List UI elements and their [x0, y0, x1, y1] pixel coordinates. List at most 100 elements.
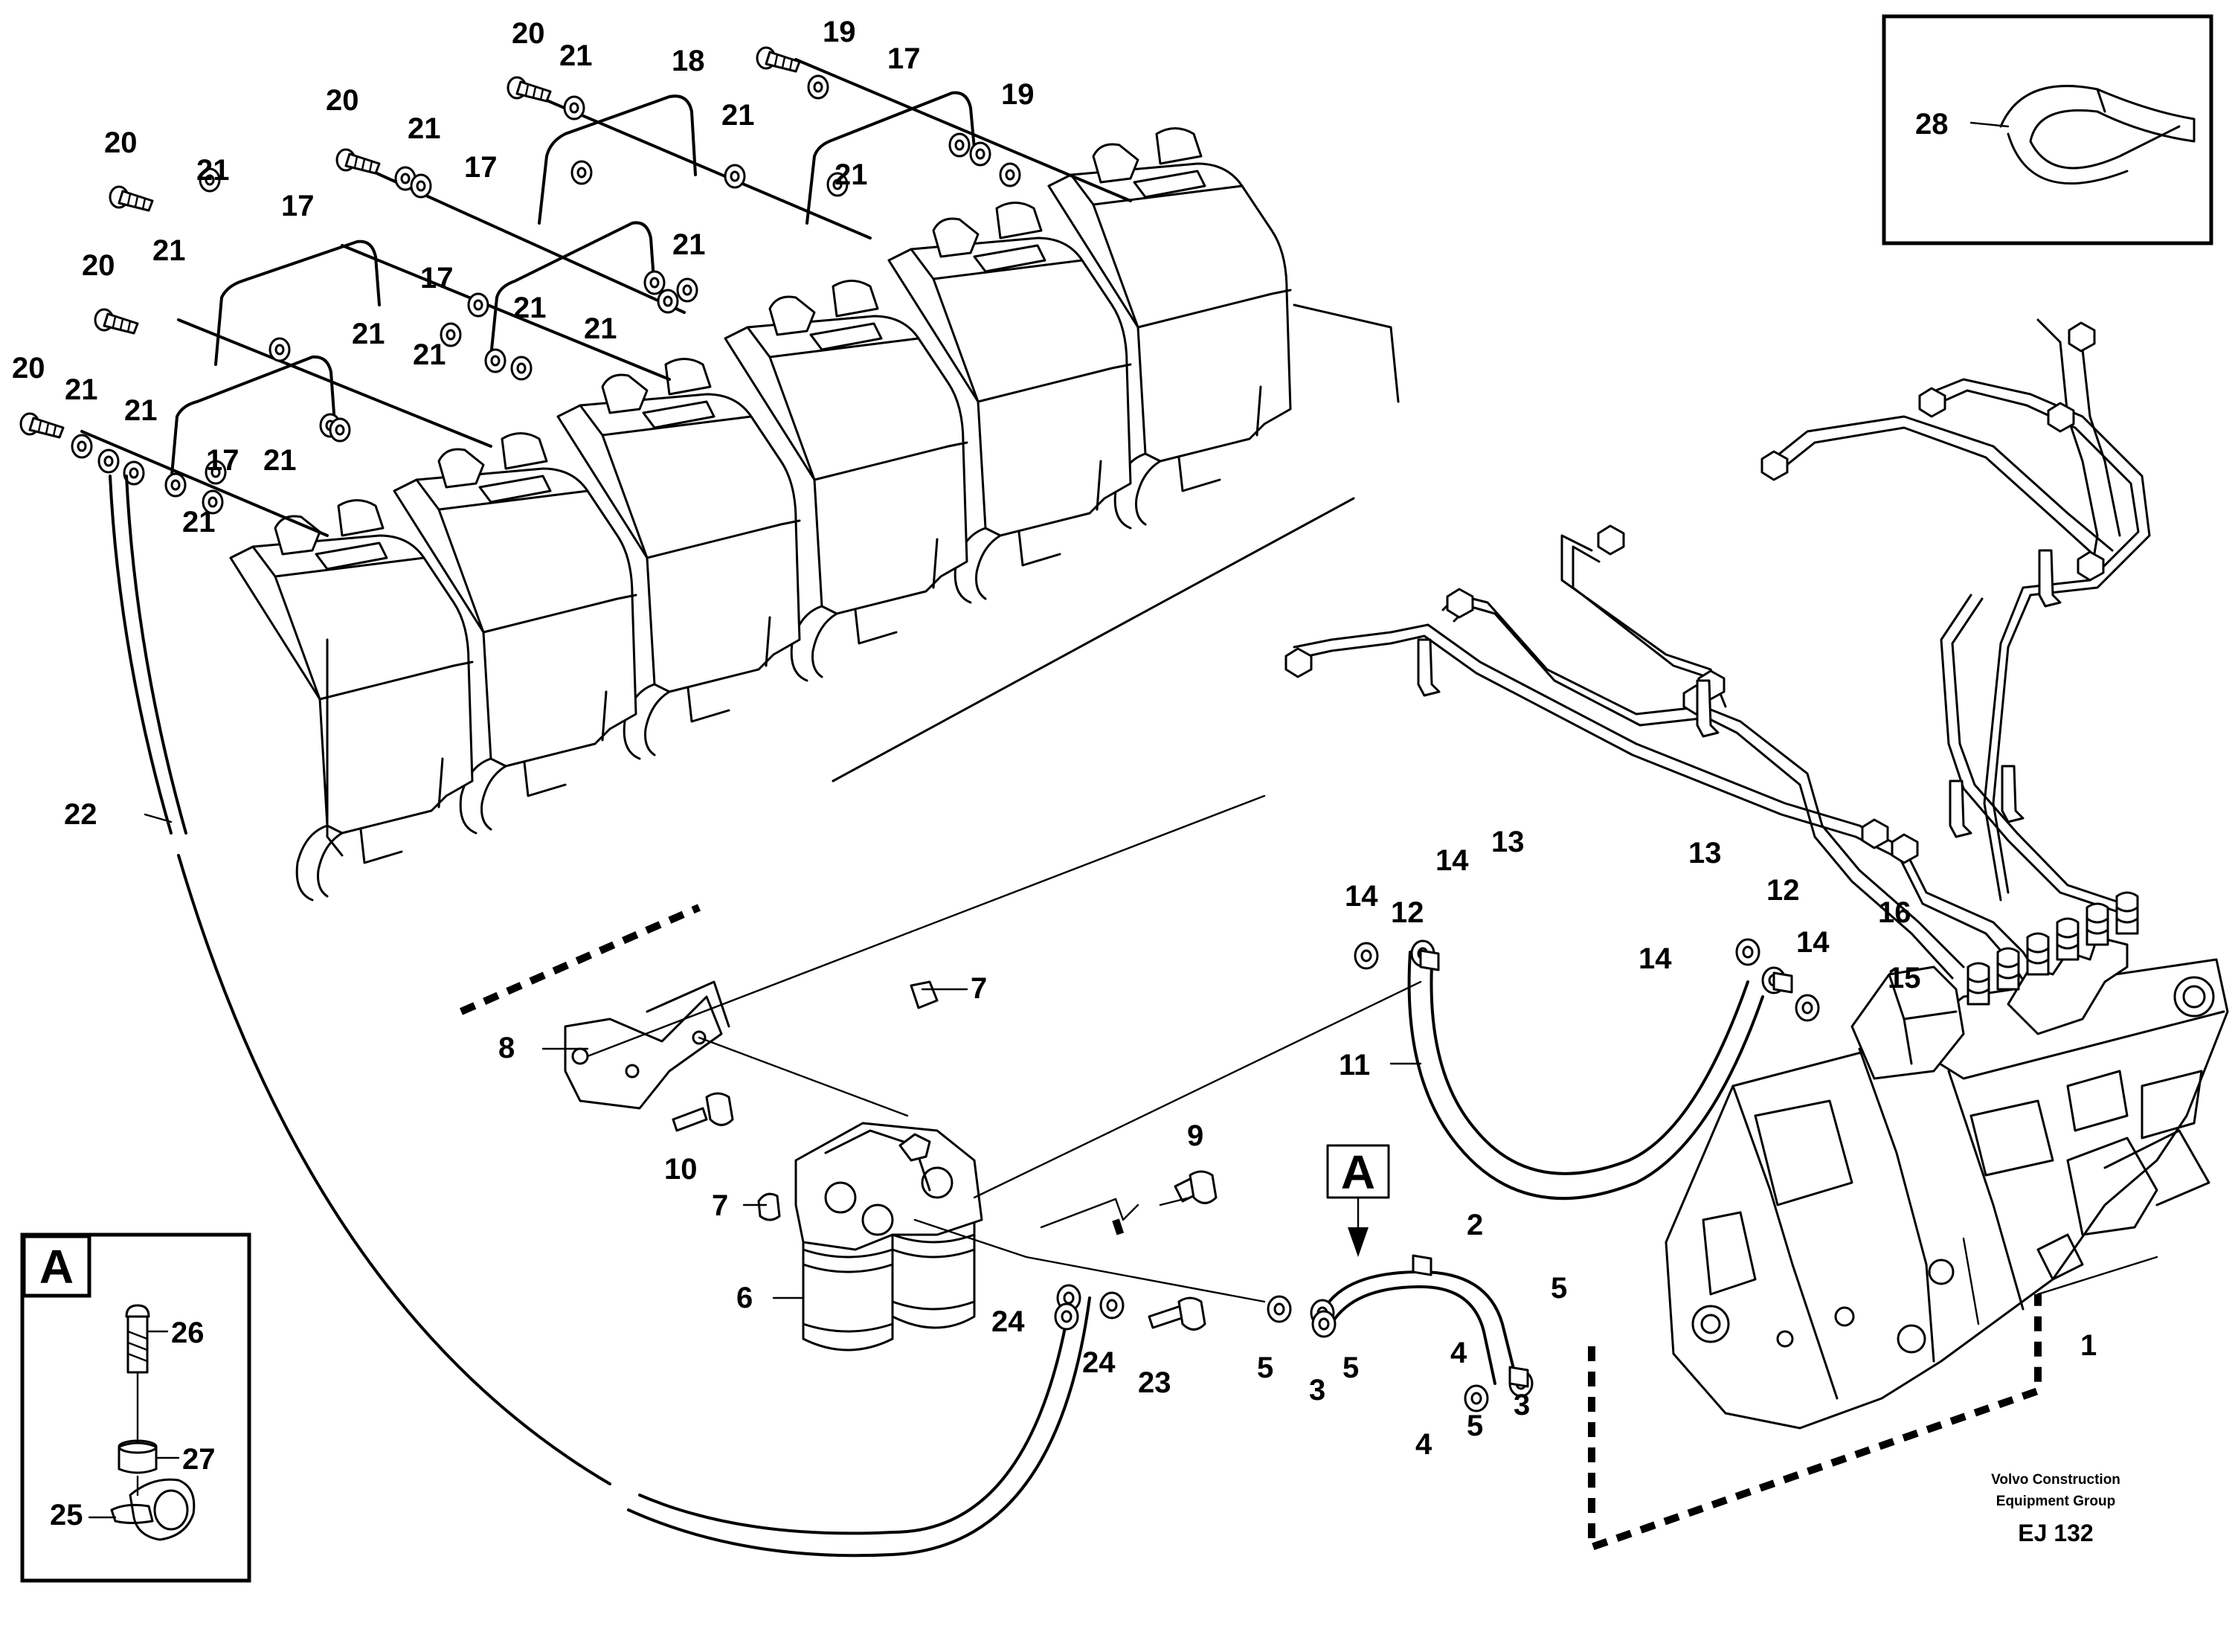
callout: 4 — [1415, 1428, 1432, 1461]
delivery-valve — [2056, 917, 2080, 961]
callout: 2 — [1467, 1209, 1483, 1241]
callout: 18 — [672, 45, 705, 77]
fitting — [1311, 1310, 1337, 1338]
filter-bracket — [564, 794, 1266, 1117]
pipe-nut — [2068, 321, 2096, 353]
callout: 25 — [50, 1499, 83, 1532]
callout: 21 — [196, 154, 230, 187]
callout: 17 — [887, 42, 921, 75]
callout: 11 — [1339, 1049, 1370, 1081]
fitting — [1099, 1291, 1125, 1320]
pipe-clamp — [2001, 765, 2025, 823]
pipe-nut — [1284, 647, 1313, 678]
washer — [676, 277, 698, 303]
injector-cover — [556, 358, 801, 760]
callout: 14 — [1345, 880, 1378, 913]
washers-and-banjo-bolts — [19, 46, 1021, 515]
callout: 24 — [991, 1305, 1025, 1338]
washer — [948, 132, 971, 158]
washer — [643, 270, 666, 295]
washer — [563, 95, 585, 120]
callout: 19 — [1001, 78, 1035, 111]
callout: 13 — [1491, 826, 1525, 858]
callout: 21 — [263, 444, 297, 477]
fitting — [1464, 1384, 1489, 1412]
inset-cable-tie — [1882, 14, 2213, 245]
callout: 4 — [1450, 1337, 1467, 1369]
pipe-nut — [1446, 588, 1474, 619]
callout: 12 — [1391, 896, 1424, 929]
callout: 21 — [834, 158, 868, 191]
callout-numbers: 20 21 18 19 17 20 21 21 19 20 21 17 21 1… — [12, 16, 2097, 1532]
fuel-filter — [794, 980, 1422, 1352]
washer — [268, 337, 291, 362]
callout: 5 — [1257, 1352, 1273, 1384]
callout: 21 — [182, 506, 216, 539]
brand-line-2: Equipment Group — [1996, 1494, 2115, 1509]
callout: 24 — [1082, 1346, 1116, 1379]
fitting — [1354, 942, 1379, 970]
banjo-bolt — [94, 308, 139, 335]
callout: 10 — [664, 1153, 698, 1186]
fitting — [1795, 994, 1820, 1022]
washer — [969, 141, 991, 167]
pipe-nut — [2047, 402, 2075, 433]
callout: 21 — [408, 112, 441, 145]
callout: 6 — [736, 1282, 753, 1314]
banjo-bolt — [19, 412, 65, 439]
callout: 17 — [464, 151, 498, 184]
pipe-clamp — [1949, 780, 1972, 838]
callout: 17 — [420, 262, 454, 295]
pipe-nut — [1760, 450, 1789, 481]
callout: 21 — [413, 338, 446, 371]
callout: 5 — [1467, 1410, 1483, 1442]
inset-a-label: A — [39, 1240, 74, 1293]
callout: 21 — [672, 228, 706, 261]
brand-block: Volvo Construction Equipment Group EJ 13… — [1991, 1472, 2120, 1546]
callout: 7 — [712, 1189, 728, 1222]
callout: 21 — [152, 234, 186, 267]
fitting — [1054, 1302, 1079, 1331]
callout: 20 — [512, 17, 545, 50]
pipe-clamp — [1696, 679, 1720, 738]
delivery-valves — [1967, 891, 2139, 1006]
washer — [199, 167, 221, 193]
injector-cover — [887, 202, 1132, 604]
callout: 8 — [498, 1032, 515, 1064]
callout: 14 — [1435, 844, 1469, 877]
hose-fittings — [1054, 938, 1820, 1412]
section-marker-a: A — [1326, 1144, 1390, 1257]
return-pipes — [80, 58, 1132, 537]
callout: 3 — [1514, 1389, 1530, 1421]
callout: 20 — [104, 126, 138, 159]
callout: 23 — [1138, 1366, 1171, 1399]
washer — [410, 173, 432, 199]
callout: 17 — [206, 444, 239, 477]
injection-pipes — [1293, 318, 2151, 1009]
delivery-valve — [1996, 947, 2020, 991]
fitting — [1735, 938, 1760, 966]
callout: 20 — [82, 249, 115, 282]
washer — [164, 472, 187, 498]
delivery-valve — [2086, 902, 2109, 946]
pipe-nut — [1891, 833, 1919, 864]
washer — [484, 348, 507, 373]
callout: 16 — [1878, 896, 1911, 929]
drawing-code: EJ 132 — [2018, 1520, 2093, 1546]
washer — [467, 292, 489, 318]
injection-pump — [1665, 891, 2229, 1430]
callout: 21 — [352, 318, 385, 350]
callout: 5 — [1551, 1272, 1567, 1305]
injector-cover — [1047, 127, 1292, 530]
filter-fittings — [672, 980, 1218, 1331]
callout: 12 — [1766, 874, 1800, 907]
washer — [724, 164, 746, 189]
callout: 14 — [1639, 942, 1672, 975]
banjo-bolt — [109, 185, 154, 212]
washer — [71, 434, 93, 459]
callout: 7 — [971, 972, 987, 1005]
injector-covers — [229, 127, 1292, 901]
callout: 1 — [2080, 1329, 2097, 1362]
callout: 19 — [823, 16, 856, 48]
